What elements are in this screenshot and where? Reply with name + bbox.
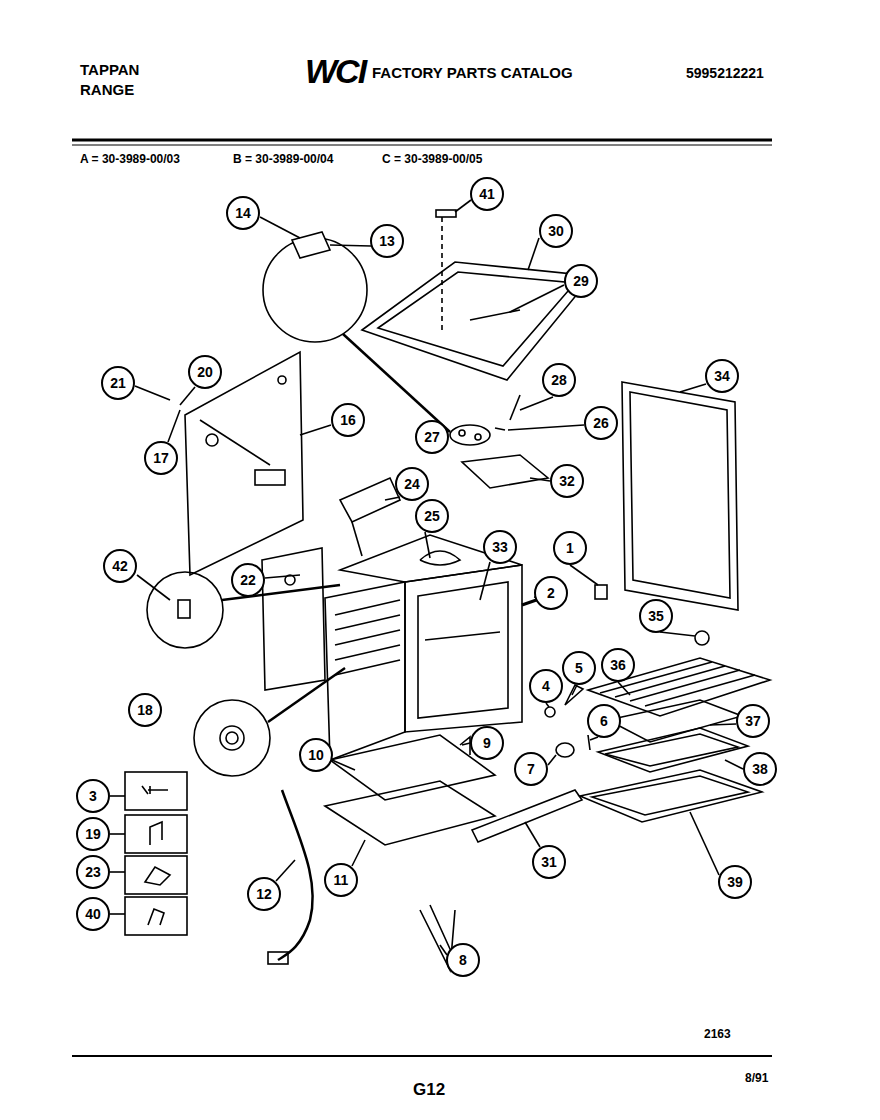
product-type: RANGE [80, 82, 134, 97]
callout-number: 8 [459, 953, 467, 967]
callout-number: 24 [404, 477, 420, 491]
brand-name: TAPPAN [80, 62, 139, 77]
callout-number: 39 [727, 875, 743, 889]
callout-number: 40 [85, 907, 101, 921]
model-code: A = 30-3989-00/03 [80, 153, 180, 165]
callout-number: 10 [308, 748, 324, 762]
catalog-title: FACTORY PARTS CATALOG [372, 65, 573, 80]
callout-number: 7 [527, 762, 535, 776]
callout-number: 22 [240, 573, 256, 587]
callout-number: 29 [573, 274, 589, 288]
callout-circle: 30 [539, 214, 573, 248]
callout-circle: 31 [532, 845, 566, 879]
callout-number: 38 [752, 762, 768, 776]
callout-circle: 14 [226, 196, 260, 230]
callout-circle: 18 [128, 693, 162, 727]
model-code: B = 30-3989-00/04 [233, 153, 333, 165]
page-number: G12 [413, 1081, 445, 1098]
callout-circle: 28 [542, 363, 576, 397]
callout-circle: 9 [470, 726, 504, 760]
callout-circle: 25 [415, 499, 449, 533]
callout-number: 21 [110, 376, 126, 390]
callout-circle: 24 [395, 467, 429, 501]
date-code: 8/91 [745, 1072, 768, 1084]
callout-circle: 4 [529, 669, 563, 703]
callout-circle: 41 [470, 177, 504, 211]
callout-number: 37 [745, 714, 761, 728]
callout-number: 30 [548, 224, 564, 238]
callout-circle: 34 [705, 359, 739, 393]
callout-circle: 37 [736, 704, 770, 738]
callout-number: 12 [256, 887, 272, 901]
callout-circle: 3 [76, 779, 110, 813]
callout-circle: 13 [370, 224, 404, 258]
callout-number: 1 [566, 541, 574, 555]
callout-number: 31 [541, 855, 557, 869]
callout-circle: 2 [534, 576, 568, 610]
callout-circle: 1 [553, 531, 587, 565]
callout-circle: 10 [299, 738, 333, 772]
callout-circle: 36 [601, 648, 635, 682]
callout-circle: 33 [483, 530, 517, 564]
callout-number: 13 [379, 234, 395, 248]
callout-number: 33 [492, 540, 508, 554]
callout-number: 5 [575, 661, 583, 675]
callout-circle: 11 [324, 863, 358, 897]
callout-number: 18 [137, 703, 153, 717]
callout-circle: 21 [101, 366, 135, 400]
callout-number: 26 [593, 416, 609, 430]
callout-number: 25 [424, 509, 440, 523]
callout-number: 27 [424, 430, 440, 444]
callout-circle: 38 [743, 752, 777, 786]
callout-circle: 35 [639, 599, 673, 633]
callout-circle: 40 [76, 897, 110, 931]
callout-circle: 8 [446, 943, 480, 977]
callout-number: 42 [112, 559, 128, 573]
callout-number: 23 [85, 865, 101, 879]
callout-number: 28 [551, 373, 567, 387]
callout-circle: 7 [514, 752, 548, 786]
callout-number: 9 [483, 736, 491, 750]
callout-number: 35 [648, 609, 664, 623]
model-code: C = 30-3989-00/05 [382, 153, 482, 165]
callout-number: 3 [89, 789, 97, 803]
drawing-number: 2163 [704, 1028, 731, 1040]
callout-number: 6 [600, 714, 608, 728]
callout-number: 32 [559, 474, 575, 488]
callout-circle: 12 [247, 877, 281, 911]
callout-number: 17 [153, 451, 169, 465]
callout-circle: 39 [718, 865, 752, 899]
callout-circle: 19 [76, 817, 110, 851]
callout-circle: 22 [231, 563, 265, 597]
callout-circle: 26 [584, 406, 618, 440]
callout-number: 11 [334, 873, 349, 887]
callout-circle: 42 [103, 549, 137, 583]
callout-circle: 6 [587, 704, 621, 738]
callout-number: 34 [714, 369, 730, 383]
catalog-number: 5995212221 [686, 66, 764, 80]
callout-number: 20 [197, 365, 213, 379]
callout-circle: 29 [564, 264, 598, 298]
callout-number: 4 [542, 679, 550, 693]
callout-circle: 5 [562, 651, 596, 685]
callout-circle: 23 [76, 855, 110, 889]
callout-circle: 20 [188, 355, 222, 389]
callout-circle: 17 [144, 441, 178, 475]
logo: WCI [305, 54, 365, 88]
callout-number: 16 [340, 413, 356, 427]
callout-number: 2 [547, 586, 555, 600]
callout-circle: 27 [415, 420, 449, 454]
callout-number: 19 [85, 827, 101, 841]
callout-number: 41 [479, 187, 495, 201]
callout-number: 36 [610, 658, 626, 672]
callout-number: 14 [235, 206, 251, 220]
callout-circle: 16 [331, 403, 365, 437]
callout-circle: 32 [550, 464, 584, 498]
